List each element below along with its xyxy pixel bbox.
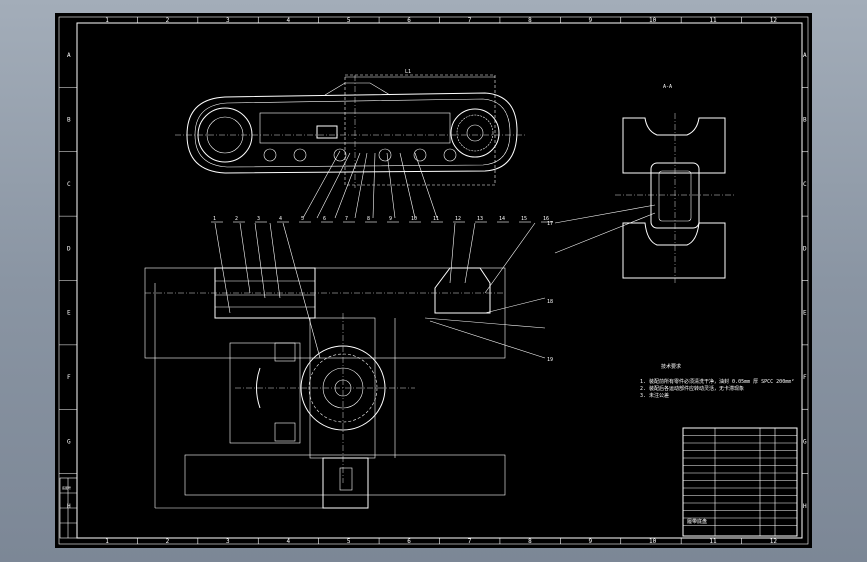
- title-block-label: 履带底盘: [687, 518, 707, 525]
- zone-col-label-bottom: 4: [286, 538, 290, 545]
- zone-col-label-bottom: 3: [226, 538, 230, 545]
- zone-col-label-top: 2: [166, 17, 170, 24]
- zone-row-label-right: H: [803, 503, 807, 510]
- side-bracket: [229, 342, 301, 444]
- notes-title: 技术要求: [661, 363, 681, 370]
- callout-label: 2: [235, 216, 238, 222]
- zone-row-label-right: F: [803, 374, 807, 381]
- zone-col-label-bottom: 12: [770, 538, 778, 545]
- callout-label: 9: [389, 216, 392, 222]
- zone-col-label-top: 9: [589, 17, 593, 24]
- zone-row-label-left: E: [67, 310, 71, 317]
- zone-row-label-right: E: [803, 310, 807, 317]
- callout-label: 13: [477, 216, 483, 222]
- zone-col-label-top: 6: [407, 17, 411, 24]
- zone-row-label-left: C: [67, 181, 71, 188]
- zone-col-label-top: 3: [226, 17, 230, 24]
- zone-row-label-right: G: [803, 438, 807, 445]
- callout-label: 5: [301, 216, 304, 222]
- callout-label: 3: [257, 216, 260, 222]
- callout-label-side: 19: [547, 357, 553, 363]
- zone-col-label-bottom: 8: [528, 538, 532, 545]
- dimension-label: L1: [405, 69, 411, 75]
- zone-col-label-top: 8: [528, 17, 532, 24]
- zone-col-label-bottom: 10: [649, 538, 657, 545]
- zone-col-label-bottom: 5: [347, 538, 351, 545]
- callout-label: 6: [323, 216, 326, 222]
- callout-label: 11: [433, 216, 439, 222]
- callout-label-side: 17: [547, 221, 553, 227]
- zone-row-label-left: A: [67, 52, 71, 59]
- left-strip: 底图号: [59, 477, 78, 539]
- leader-lines-top: [302, 150, 438, 219]
- note-3: 3. 未注公差: [640, 392, 669, 399]
- zone-row-label-left: B: [67, 117, 71, 124]
- zone-row-label-right: B: [803, 117, 807, 124]
- callout-label: 14: [499, 216, 505, 222]
- zone-col-label-top: 12: [770, 17, 778, 24]
- section-view: A-A: [554, 84, 735, 283]
- zone-row-label-left: D: [67, 245, 71, 252]
- zone-col-label-top: 5: [347, 17, 351, 24]
- left-strip-label: 底图号: [62, 485, 71, 490]
- technical-notes: 技术要求 1. 装配前所有零件必须清洗干净，油封 0.05mm 厚 SPCC 2…: [640, 363, 794, 399]
- note-1: 1. 装配前所有零件必须清洗干净，油封 0.05mm 厚 SPCC 200mm²: [640, 378, 794, 385]
- zone-col-label-bottom: 2: [166, 538, 170, 545]
- zone-col-label-top: 1: [105, 17, 109, 24]
- section-mark: A-A: [663, 84, 672, 90]
- callout-label: 8: [367, 216, 370, 222]
- zone-col-label-bottom: 6: [407, 538, 411, 545]
- zone-col-label-bottom: 1: [105, 538, 109, 545]
- title-block: 履带底盘: [682, 427, 798, 537]
- callouts-side: 17 18 19: [547, 221, 553, 363]
- zone-col-label-bottom: 7: [468, 538, 472, 545]
- upper-frame: [144, 267, 506, 359]
- callout-label: 7: [345, 216, 348, 222]
- callout-label: 12: [455, 216, 461, 222]
- center-block: [316, 125, 338, 139]
- frame-front-view: [144, 267, 506, 509]
- leader-lines-side: [214, 222, 546, 359]
- zone-col-label-bottom: 11: [709, 538, 717, 545]
- zone-row-label-right: C: [803, 181, 807, 188]
- zone-col-label-top: 10: [649, 17, 657, 24]
- callout-label: 1: [213, 216, 216, 222]
- lower-frame: [184, 454, 506, 496]
- zone-row-label-left: G: [67, 438, 71, 445]
- zone-col-label-top: 4: [286, 17, 290, 24]
- zone-row-label-left: F: [67, 374, 71, 381]
- zone-col-label-bottom: 9: [589, 538, 593, 545]
- callout-label-side: 18: [547, 299, 553, 305]
- callout-label: 15: [521, 216, 527, 222]
- zone-col-label-top: 7: [468, 17, 472, 24]
- zone-col-label-top: 11: [709, 17, 717, 24]
- callout-label: 16: [543, 216, 549, 222]
- inner-frame: [76, 22, 803, 539]
- zone-row-label-right: A: [803, 52, 807, 59]
- outer-frame: [58, 16, 809, 545]
- callout-label: 10: [411, 216, 417, 222]
- callout-label: 4: [279, 216, 282, 222]
- note-2: 2. 装配后各运动部件应转动灵活，无卡滞现象: [640, 385, 744, 392]
- motor-housing: [434, 267, 491, 314]
- zone-ticks: [59, 17, 808, 544]
- zone-row-label-right: D: [803, 245, 807, 252]
- zone-row-label-left: H: [67, 503, 71, 510]
- track-top-view: L1: [175, 69, 525, 188]
- idler-wheel: [450, 108, 500, 158]
